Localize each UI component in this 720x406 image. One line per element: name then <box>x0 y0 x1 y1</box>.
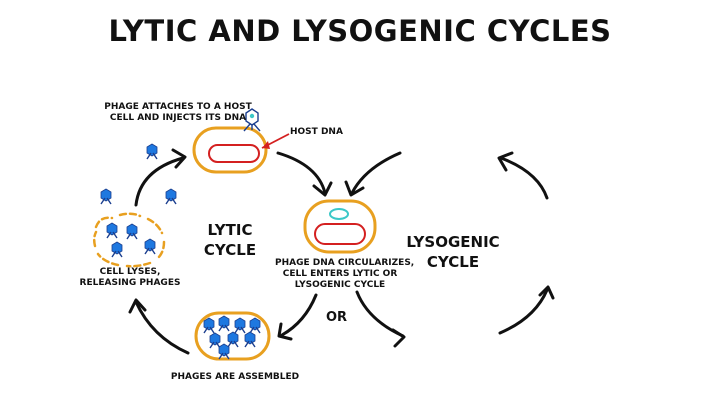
label-lysis: CELL LYSES, RELEASING PHAGES <box>79 267 181 288</box>
arrowhead-circularize-to-assembled <box>277 322 293 341</box>
label-or: OR <box>326 310 348 325</box>
arrow-attach-to-circularize <box>276 151 327 195</box>
lytic-cycle-arrows <box>128 148 333 355</box>
label-attach: PHAGE ATTACHES TO A HOST CELL AND INJECT… <box>104 102 252 123</box>
lysogenic-cycle-arrows <box>344 151 555 348</box>
arrow-circularize-to-lysogenic <box>355 290 405 338</box>
arrowhead-lysis-to-attach <box>171 148 187 169</box>
arrow-lysis-to-attach <box>134 156 185 207</box>
arrowhead-lysogenic-bottom-right <box>538 285 555 300</box>
arrowhead-assembled-to-lysis <box>128 298 147 314</box>
label-host-dna: HOST DNA <box>290 127 343 137</box>
lytic-cycle-label: LYTIC CYCLE <box>203 221 257 259</box>
arrowhead-attach-to-circularize <box>312 181 333 197</box>
diagram-title: LYTIC AND LYSOGENIC CYCLES <box>108 14 612 48</box>
label-assembled: PHAGES ARE ASSEMBLED <box>170 372 300 382</box>
label-circularize: PHAGE DNA CIRCULARIZES, CELL ENTERS LYTI… <box>275 258 415 290</box>
cell-circularize <box>303 199 377 254</box>
host-dna <box>314 223 366 245</box>
cell-lysed <box>92 143 177 268</box>
arrowhead-circularize-to-lysogenic <box>391 328 406 348</box>
arrowhead-lysogenic-top-right <box>497 151 514 172</box>
arrow-lysogenic-top-right <box>499 156 549 200</box>
lysogenic-cycle-label: LYSOGENIC CYCLE <box>406 233 500 271</box>
arrow-lysogenic-bottom-right <box>498 288 549 335</box>
released-phages <box>100 143 177 258</box>
arrow-lysogenic-to-circularize <box>350 151 402 195</box>
attaching-phage <box>243 108 261 132</box>
phage-dna-circle <box>329 208 349 220</box>
arrow-circularize-to-assembled <box>280 293 318 337</box>
cell-attach <box>192 108 268 174</box>
arrow-assembled-to-lysis <box>134 300 190 355</box>
host-dna-pointer-head <box>262 141 270 149</box>
cell-assembled <box>194 311 271 361</box>
arrowhead-lysogenic-to-circularize <box>344 180 365 197</box>
assembled-phages <box>203 315 261 360</box>
